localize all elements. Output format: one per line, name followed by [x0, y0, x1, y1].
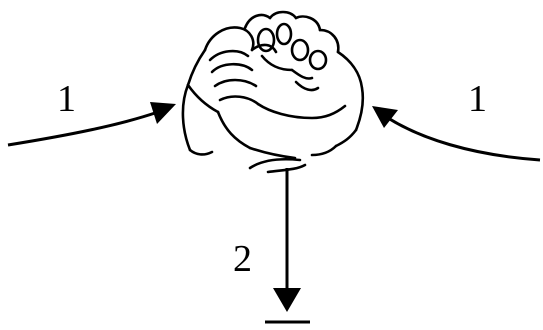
- downward-force-label: 2: [233, 240, 252, 278]
- right-force-arrow: [372, 106, 540, 160]
- right-force-label: 1: [468, 80, 487, 118]
- left-force-label: 1: [57, 80, 76, 118]
- clasped-hands-icon: [183, 12, 363, 172]
- left-force-arrow: [8, 102, 176, 145]
- down-force-arrow: [265, 168, 310, 322]
